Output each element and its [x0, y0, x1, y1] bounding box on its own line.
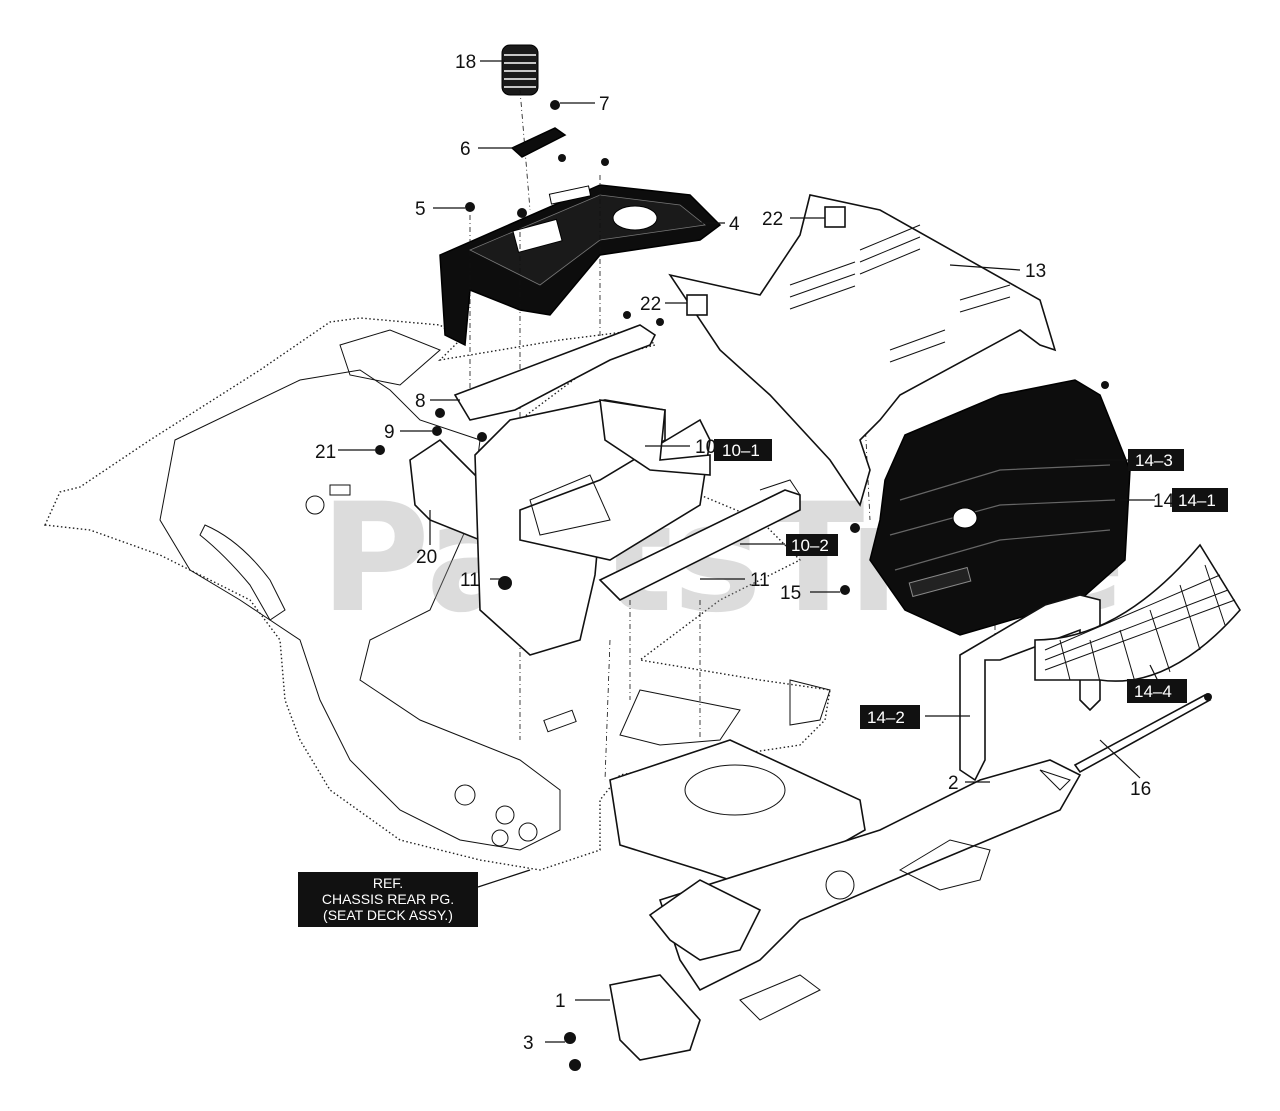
callout-14-3: 14–3 — [1135, 451, 1173, 470]
callout-20: 20 — [416, 547, 437, 568]
callout-2: 2 — [948, 773, 959, 794]
callout-22-upper: 22 — [762, 209, 783, 230]
hood — [668, 194, 1057, 507]
reference-line-3: (SEAT DECK ASSY.) — [323, 907, 453, 923]
callout-18: 18 — [455, 52, 476, 73]
callout-3: 3 — [523, 1033, 534, 1054]
grille-mesh — [1034, 543, 1241, 683]
chassis-frame — [609, 739, 1082, 1061]
lever-plate — [510, 127, 567, 158]
callout-4: 4 — [729, 214, 740, 235]
decal-upper — [824, 206, 846, 228]
callout-14-1: 14–1 — [1178, 491, 1216, 510]
decal-lower — [686, 294, 708, 316]
callout-16: 16 — [1130, 779, 1151, 800]
pivot-rod — [1073, 694, 1212, 774]
grille-housing — [869, 379, 1131, 636]
reference-box: REF. CHASSIS REAR PG. (SEAT DECK ASSY.) — [298, 872, 478, 927]
boxed-callouts: 10–1 10–2 14–3 14–1 14–2 14–4 — [714, 439, 1228, 729]
callout-1: 1 — [555, 991, 566, 1012]
callout-10: 10 — [695, 437, 716, 458]
dash-bracket — [453, 324, 657, 421]
screws — [375, 100, 1109, 1071]
callout-13: 13 — [1025, 261, 1046, 282]
reference-line-1: REF. — [373, 875, 403, 891]
battery-box — [474, 399, 711, 656]
callout-10-1: 10–1 — [722, 441, 760, 460]
callout-22-lower: 22 — [640, 294, 661, 315]
callout-7: 7 — [599, 94, 610, 115]
callout-14-4: 14–4 — [1134, 682, 1172, 701]
callout-6: 6 — [460, 139, 471, 160]
callout-15: 15 — [780, 583, 801, 604]
callout-9: 9 — [384, 422, 395, 443]
reference-line-2: CHASSIS REAR PG. — [322, 891, 454, 907]
battery-strap — [598, 489, 801, 601]
dash-cover — [439, 184, 722, 347]
callout-5: 5 — [415, 199, 426, 220]
callout-8: 8 — [415, 391, 426, 412]
callout-11-left: 11 — [460, 570, 480, 591]
callout-labels: 18 7 6 5 4 22 13 22 8 9 21 10 20 11 11 1… — [315, 52, 1175, 1054]
callout-11-right: 11 — [750, 570, 770, 591]
seat-deck-fender — [43, 317, 831, 871]
callout-10-2: 10–2 — [791, 536, 829, 555]
spring-knob — [501, 44, 539, 96]
leader-lines — [338, 60, 1161, 1043]
strap-end — [759, 479, 801, 496]
callout-14: 14 — [1153, 491, 1175, 512]
callout-14-2: 14–2 — [867, 708, 905, 727]
callout-21: 21 — [315, 442, 336, 463]
